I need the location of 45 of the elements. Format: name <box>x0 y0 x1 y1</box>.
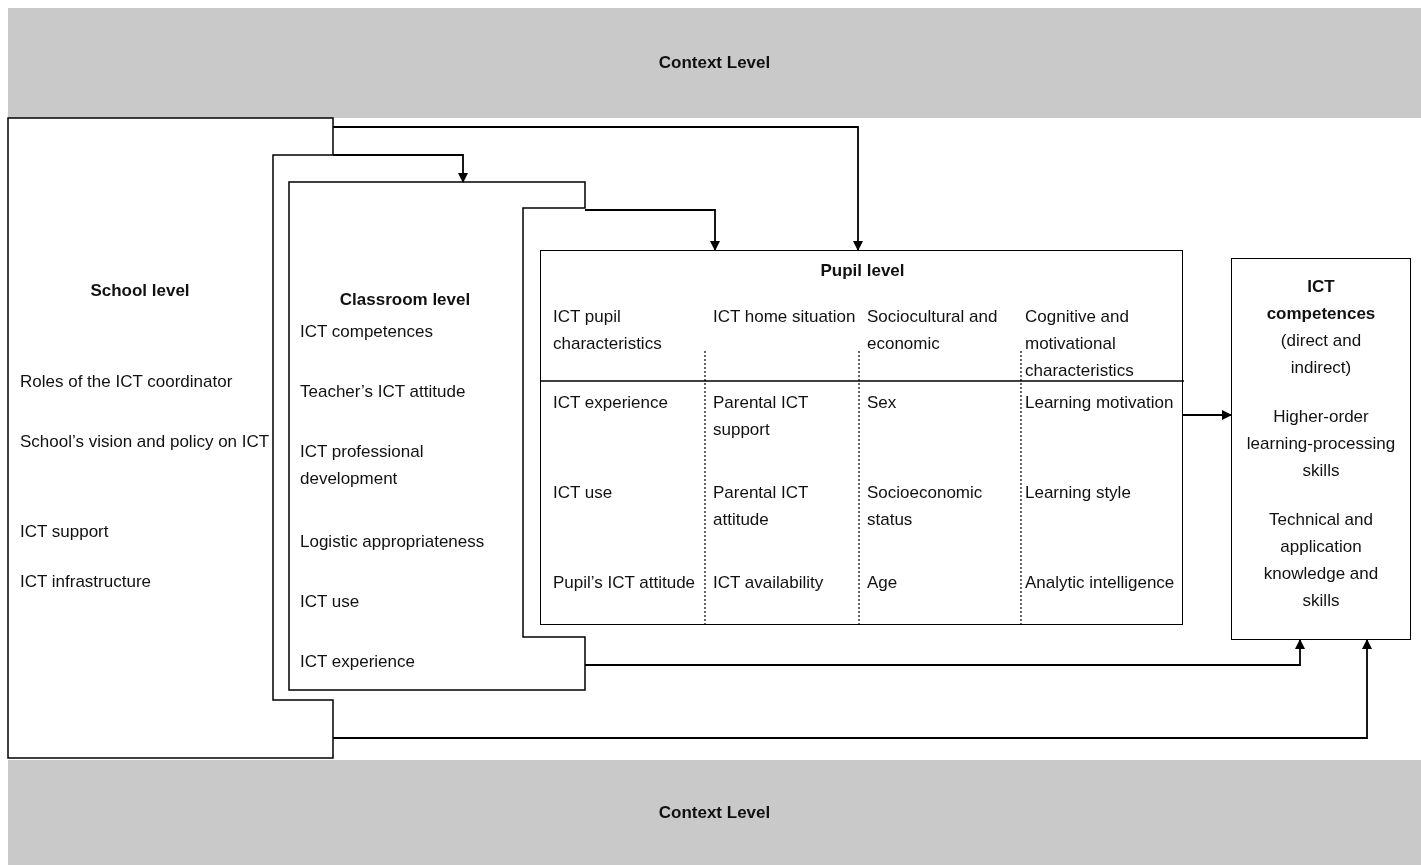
arrow <box>332 154 468 183</box>
arrow <box>332 126 863 251</box>
level-heading: Pupil level <box>819 260 906 282</box>
factor-text: Pupil’s ICT attitude <box>553 572 697 594</box>
factor-text: ICT use <box>553 482 614 504</box>
column-heading: ICT home situation <box>713 306 857 328</box>
factor-text: ICT professional development <box>300 441 425 490</box>
factor-text: Teacher’s ICT attitude <box>300 381 467 403</box>
factor-text: Logistic appropriateness <box>300 531 486 553</box>
factor-text: Parental ICT support <box>713 392 810 441</box>
factor-text: ICT availability <box>713 572 825 594</box>
factor-text: Analytic intelligence <box>1025 572 1175 594</box>
outcome-box <box>1231 258 1411 640</box>
arrow <box>584 639 1305 666</box>
factor-text: ICT infrastructure <box>20 571 152 593</box>
band-title: Context Level <box>657 801 772 824</box>
column-heading: ICT pupil characteristics <box>553 306 663 355</box>
context-band <box>8 760 1421 865</box>
factor-text: Age <box>867 572 899 594</box>
level-heading: Classroom level <box>338 289 472 311</box>
factor-text: Parental ICT attitude <box>713 482 810 531</box>
arrow <box>584 209 720 251</box>
arrow <box>332 639 1372 739</box>
context-band <box>8 8 1421 118</box>
outcome-text: (direct and indirect) <box>1279 330 1363 379</box>
factor-text: Sex <box>867 392 898 414</box>
factor-text: ICT support <box>20 521 110 543</box>
arrow <box>1182 410 1232 420</box>
factor-text: ICT competences <box>300 321 434 343</box>
level-heading: School level <box>89 280 191 302</box>
factor-text: Learning style <box>1025 482 1132 504</box>
band-title: Context Level <box>657 52 772 74</box>
outcome-text: Technical and application knowledge and skills <box>1262 509 1380 612</box>
factor-text: Learning motivation <box>1025 392 1175 414</box>
column-heading: Sociocultural and economic <box>867 306 999 355</box>
factor-text: ICT experience <box>553 392 669 414</box>
pupil-level-table <box>540 250 1183 625</box>
factor-text: Roles of the ICT coordinator <box>20 371 234 393</box>
outcome-text: Higher-order learning-processing skills <box>1246 406 1396 482</box>
factor-text: Socioeconomic status <box>867 482 984 531</box>
factor-text: ICT experience <box>300 651 416 673</box>
factor-text: ICT use <box>300 591 361 613</box>
outcome-heading: ICT competences <box>1266 276 1376 325</box>
factor-text: School’s vision and policy on ICT <box>20 431 270 453</box>
column-heading: Cognitive and motivational characteristics <box>1025 306 1135 382</box>
